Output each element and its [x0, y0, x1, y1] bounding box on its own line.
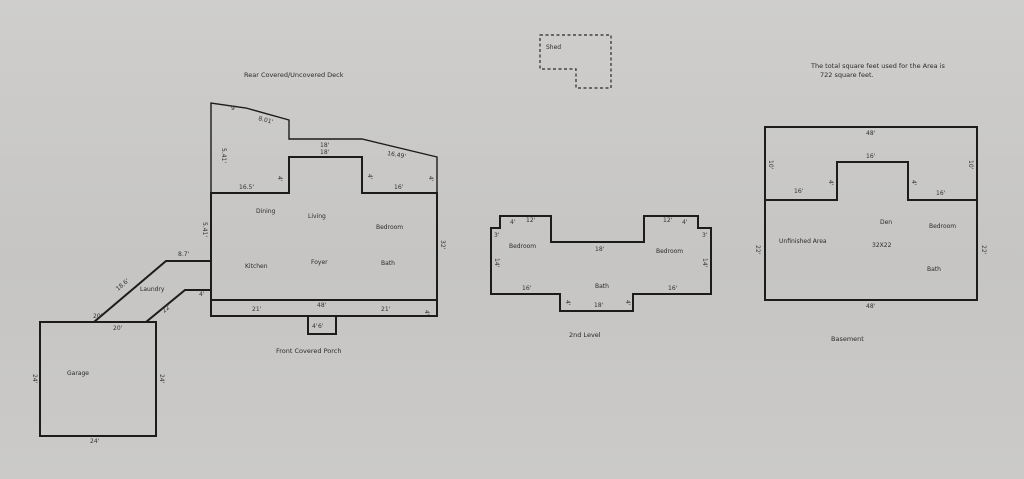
dim-porch-4: 4' — [199, 291, 205, 298]
shed-outline — [539, 34, 612, 89]
room-bath: Bath — [381, 260, 395, 267]
basement-den-size: 32X22 — [872, 242, 892, 249]
area-note-line2: 722 square feet. — [820, 71, 874, 79]
room-dining: Dining — [256, 208, 276, 215]
basement-unfinished-area: Unfinished Area — [779, 238, 827, 245]
front-porch-caption: Front Covered Porch — [276, 347, 341, 355]
dim-2nd-left-14: 14' — [493, 258, 500, 268]
dim-garage-left: 24' — [31, 374, 38, 384]
dim-wall-32: 32' — [439, 240, 446, 250]
room-garage: Garage — [67, 370, 89, 377]
room-living: Living — [308, 213, 326, 220]
dim-laundry-20: 20' — [93, 313, 103, 320]
basement-den: Den — [880, 219, 892, 226]
dim-bsmt-right-10: 10' — [967, 160, 974, 170]
second-level-outline — [490, 215, 712, 312]
dim-bsmt-side-right: 22' — [980, 245, 987, 255]
room-laundry: Laundry — [140, 286, 165, 293]
dim-2nd-mid-18: 18' — [595, 246, 605, 253]
basement-caption: Basement — [831, 335, 864, 343]
dim-wall-5: 5.41' — [201, 222, 208, 237]
dim-bsmt-top-48: 48' — [866, 130, 876, 137]
dim-porch-inner: 6' — [318, 323, 324, 330]
dim-2nd-top-left-4: 4' — [510, 219, 516, 226]
dim-front-21b: 21' — [381, 306, 391, 313]
dim-2nd-bottom-18: 18' — [594, 302, 604, 309]
dim-laundry-22: 22' — [161, 303, 173, 315]
second-level-bedroom-left: Bedroom — [509, 243, 536, 250]
dim-garage-top: 20' — [113, 325, 123, 332]
garage-outline — [39, 321, 157, 437]
area-note-line1: The total square feet used for the Area … — [810, 62, 945, 70]
dim-garage-right: 24' — [158, 374, 165, 384]
dim-2nd-top-left-12: 12' — [526, 217, 536, 224]
dim-2nd-top-right-12: 12' — [663, 217, 673, 224]
dim-deck-right: 16.49' — [387, 150, 407, 160]
second-level-bath: Bath — [595, 283, 609, 290]
dim-deck-mid-b: 18' — [320, 149, 330, 156]
second-level-caption: 2nd Level — [569, 331, 601, 339]
dim-2nd-top-left-3: 3' — [494, 232, 500, 239]
dim-bsmt-side-left: 22' — [754, 245, 761, 255]
dim-bsmt-step-4a: 4' — [827, 180, 834, 186]
dim-deck-left: 5.41' — [220, 148, 227, 163]
dim-deck-16-5: 16.5' — [239, 184, 254, 191]
dim-bsmt-inner-16: 16' — [866, 153, 876, 160]
dim-2nd-bottom-4a: 4' — [564, 300, 571, 306]
dim-deck-top-b: 8.01' — [257, 115, 274, 126]
dim-bsmt-step-16b: 16' — [936, 190, 946, 197]
basement-bedroom: Bedroom — [929, 223, 956, 230]
dim-deck-4b: 4' — [366, 174, 373, 180]
room-foyer: Foyer — [311, 259, 328, 266]
shed-caption: Shed — [546, 44, 561, 51]
dim-2nd-bottom-16a: 16' — [522, 285, 532, 292]
second-level-bedroom-right: Bedroom — [656, 248, 683, 255]
dim-2nd-top-right-4: 4' — [682, 219, 688, 226]
dim-bsmt-bottom-48: 48' — [866, 303, 876, 310]
dim-laundry-diag: 18.6' — [115, 277, 131, 292]
dim-deck-4a: 4' — [276, 176, 283, 182]
dim-wall-8-7: 8.7' — [178, 251, 190, 258]
dim-bsmt-step-4b: 4' — [910, 180, 917, 186]
basement-outline — [764, 126, 978, 301]
basement-inner-wall — [765, 161, 977, 201]
dim-front-21a: 21' — [252, 306, 262, 313]
dim-front-48: 48' — [317, 302, 327, 309]
dim-2nd-top-right-3: 3' — [702, 232, 708, 239]
room-kitchen: Kitchen — [245, 263, 268, 270]
dim-2nd-right-14: 14' — [701, 258, 708, 268]
dim-porch-4b: 4' — [312, 323, 318, 330]
dim-deck-mid-a: 18' — [320, 142, 330, 149]
dim-2nd-bottom-16b: 16' — [668, 285, 678, 292]
dim-garage-bottom: 24' — [90, 438, 100, 445]
dim-bsmt-left-10: 10' — [767, 160, 774, 170]
dim-bsmt-step-16a: 16' — [794, 188, 804, 195]
rear-deck-caption: Rear Covered/Uncovered Deck — [244, 71, 344, 79]
basement-bath: Bath — [927, 266, 941, 273]
dim-deck-top-a: 9' — [231, 105, 237, 112]
dim-deck-16: 16' — [394, 184, 404, 191]
dim-front-4: 4' — [423, 310, 430, 316]
dim-deck-4c: 4' — [427, 176, 434, 182]
dim-2nd-bottom-4b: 4' — [624, 300, 631, 306]
front-porch-outline — [307, 315, 337, 335]
room-bedroom: Bedroom — [376, 224, 403, 231]
